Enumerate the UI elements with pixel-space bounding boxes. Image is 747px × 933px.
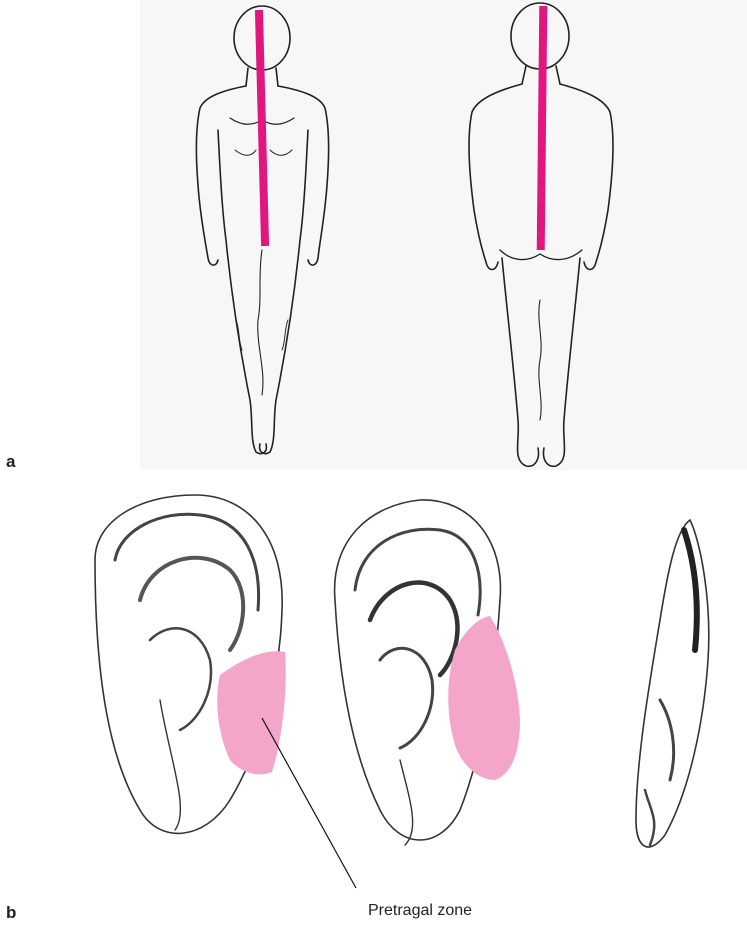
- panel-b-background: [60, 485, 747, 865]
- panel-label-a: a: [6, 452, 15, 472]
- pretragal-zone-callout: Pretragal zone: [368, 902, 472, 920]
- panel-label-b: b: [6, 903, 16, 923]
- panel-a-background: [140, 0, 747, 470]
